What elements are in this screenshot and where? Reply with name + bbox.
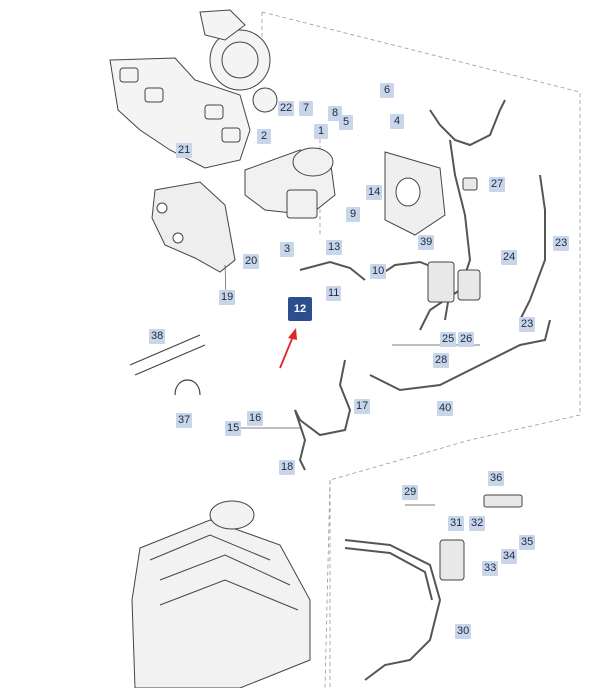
highlight-arrow bbox=[279, 328, 297, 369]
callout-part-6[interactable]: 6 bbox=[380, 83, 394, 98]
callout-part-21[interactable]: 21 bbox=[176, 143, 193, 158]
callout-part-27[interactable]: 27 bbox=[489, 177, 506, 192]
callout-part-5[interactable]: 5 bbox=[339, 115, 353, 130]
callout-part-2[interactable]: 2 bbox=[257, 129, 271, 144]
callout-part-24[interactable]: 24 bbox=[501, 250, 518, 265]
turbocharger-assembly bbox=[109, 9, 278, 169]
vacuum-hoses-lower bbox=[294, 319, 551, 681]
cable-ties bbox=[129, 334, 206, 396]
callout-part-8[interactable]: 8 bbox=[328, 106, 342, 121]
egr-valve-assembly bbox=[244, 147, 336, 219]
callout-part-12-highlighted[interactable]: 12 bbox=[288, 297, 312, 321]
intake-module bbox=[384, 151, 446, 236]
callout-part-19[interactable]: 19 bbox=[219, 290, 236, 305]
callout-part-23-upper[interactable]: 23 bbox=[553, 236, 570, 251]
callout-part-18[interactable]: 18 bbox=[279, 460, 296, 475]
callout-part-10[interactable]: 10 bbox=[370, 264, 387, 279]
callout-part-38[interactable]: 38 bbox=[149, 329, 166, 344]
callout-part-34[interactable]: 34 bbox=[501, 549, 518, 564]
callout-part-1[interactable]: 1 bbox=[314, 124, 328, 139]
callout-part-23-lower[interactable]: 23 bbox=[519, 317, 536, 332]
solenoid-valves bbox=[427, 177, 523, 581]
callout-part-3[interactable]: 3 bbox=[280, 242, 294, 257]
mounting-bracket bbox=[151, 181, 236, 273]
callout-part-40[interactable]: 40 bbox=[437, 401, 454, 416]
air-filter-housing bbox=[131, 500, 311, 688]
callout-part-31[interactable]: 31 bbox=[448, 516, 465, 531]
callout-part-20[interactable]: 20 bbox=[243, 254, 260, 269]
callout-part-36[interactable]: 36 bbox=[488, 471, 505, 486]
callout-part-9[interactable]: 9 bbox=[346, 207, 360, 222]
callout-part-32[interactable]: 32 bbox=[469, 516, 486, 531]
callout-part-39[interactable]: 39 bbox=[418, 235, 435, 250]
callout-part-22[interactable]: 22 bbox=[278, 101, 295, 116]
callout-part-29[interactable]: 29 bbox=[402, 485, 419, 500]
callout-part-35[interactable]: 35 bbox=[519, 535, 536, 550]
callout-part-13[interactable]: 13 bbox=[326, 240, 343, 255]
callout-part-37[interactable]: 37 bbox=[176, 413, 193, 428]
callout-part-17[interactable]: 17 bbox=[354, 399, 371, 414]
callout-part-26[interactable]: 26 bbox=[458, 332, 475, 347]
callout-part-4[interactable]: 4 bbox=[390, 114, 404, 129]
callout-part-33[interactable]: 33 bbox=[482, 561, 499, 576]
callout-part-25[interactable]: 25 bbox=[440, 332, 457, 347]
callout-part-14[interactable]: 14 bbox=[366, 185, 383, 200]
callout-part-11[interactable]: 11 bbox=[326, 286, 342, 301]
section-outline bbox=[261, 11, 581, 688]
callout-part-28[interactable]: 28 bbox=[433, 353, 450, 368]
callout-part-15[interactable]: 15 bbox=[225, 421, 242, 436]
callout-part-16[interactable]: 16 bbox=[247, 411, 264, 426]
callout-part-30[interactable]: 30 bbox=[455, 624, 472, 639]
callout-part-7[interactable]: 7 bbox=[299, 101, 313, 116]
